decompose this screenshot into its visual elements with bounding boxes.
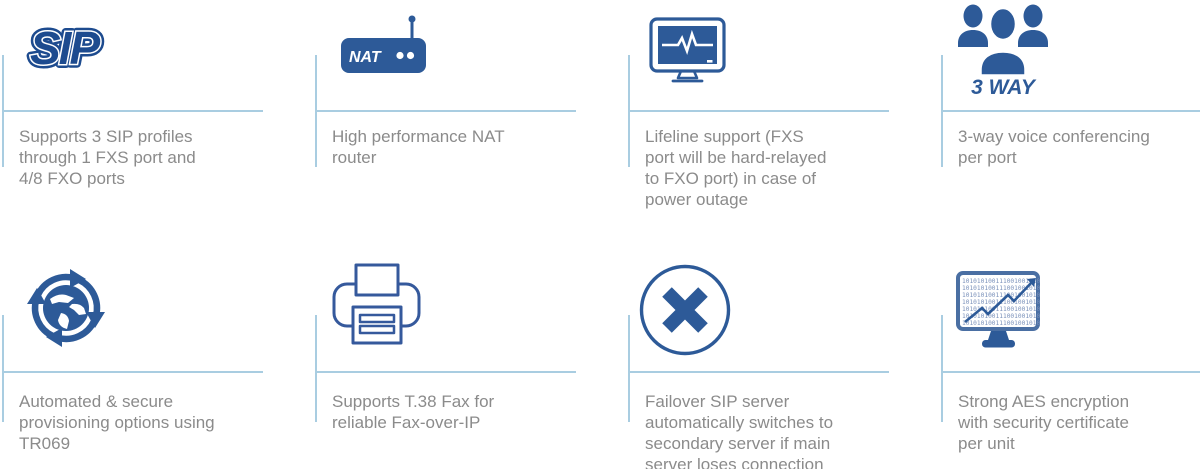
svg-text:10101010011100100101010: 10101010011100100101010 [962, 292, 1041, 299]
feature-card-3way: 3 WAY 3-way voice conferencing per port [939, 0, 1200, 235]
svg-text:10101010011100100101010: 10101010011100100101010 [962, 306, 1041, 313]
divider-horizontal [941, 110, 1200, 112]
divider-vertical [628, 315, 630, 422]
divider-horizontal [628, 110, 889, 112]
fax-printer-icon [332, 263, 422, 347]
nat-router-icon: NAT [340, 12, 428, 74]
feature-card-encryption: 10101010011100100101010 1010101001110010… [939, 235, 1200, 469]
divider-vertical [2, 315, 4, 422]
feature-description: 3-way voice conferencing per port [958, 127, 1150, 167]
conference-people-icon: 3 WAY [955, 2, 1051, 96]
divider-horizontal [315, 371, 576, 373]
feature-description: Failover SIP server automatically switch… [645, 392, 834, 469]
divider-horizontal [941, 371, 1200, 373]
svg-text:10101010011100100101010: 10101010011100100101010 [962, 285, 1041, 292]
divider-horizontal [2, 371, 263, 373]
divider-horizontal [2, 110, 263, 112]
monitor-pulse-icon [649, 17, 727, 85]
svg-text:SIP: SIP [30, 22, 100, 72]
svg-text:3 WAY: 3 WAY [971, 76, 1037, 96]
sip-logo: SIP SIP [26, 20, 126, 72]
monitor-binary-icon: 10101010011100100101010 1010101001110010… [956, 271, 1041, 353]
feature-description: Supports T.38 Fax for reliable Fax-over-… [332, 392, 495, 432]
svg-text:10101010011100100101010: 10101010011100100101010 [962, 313, 1041, 320]
svg-text:10101010011100100101010: 10101010011100100101010 [962, 320, 1041, 327]
feature-card-lifeline: Lifeline support (FXS port will be hard-… [626, 0, 939, 235]
feature-card-sip: SIP SIP Supports 3 SIP profiles through … [0, 0, 313, 235]
feature-description: Automated & secure provisioning options … [19, 392, 215, 453]
feature-card-provisioning: Automated & secure provisioning options … [0, 235, 313, 469]
divider-vertical [315, 315, 317, 422]
feature-description: Lifeline support (FXS port will be hard-… [645, 127, 827, 209]
divider-vertical [941, 315, 943, 422]
svg-text:NAT: NAT [349, 49, 382, 66]
svg-text:10101010011100100101010: 10101010011100100101010 [962, 278, 1041, 285]
globe-sync-icon [24, 263, 108, 351]
divider-horizontal [628, 371, 889, 373]
feature-description: Supports 3 SIP profiles through 1 FXS po… [19, 127, 196, 188]
feature-card-fax: Supports T.38 Fax for reliable Fax-over-… [313, 235, 626, 469]
feature-card-nat: NAT High performance NAT router [313, 0, 626, 235]
feature-card-failover: Failover SIP server automatically switch… [626, 235, 939, 469]
svg-text:SIP: SIP [30, 22, 100, 72]
feature-description: Strong AES encryption with security cert… [958, 392, 1130, 453]
divider-horizontal [315, 110, 576, 112]
feature-description: High performance NAT router [332, 127, 505, 167]
x-circle-icon [638, 263, 732, 357]
